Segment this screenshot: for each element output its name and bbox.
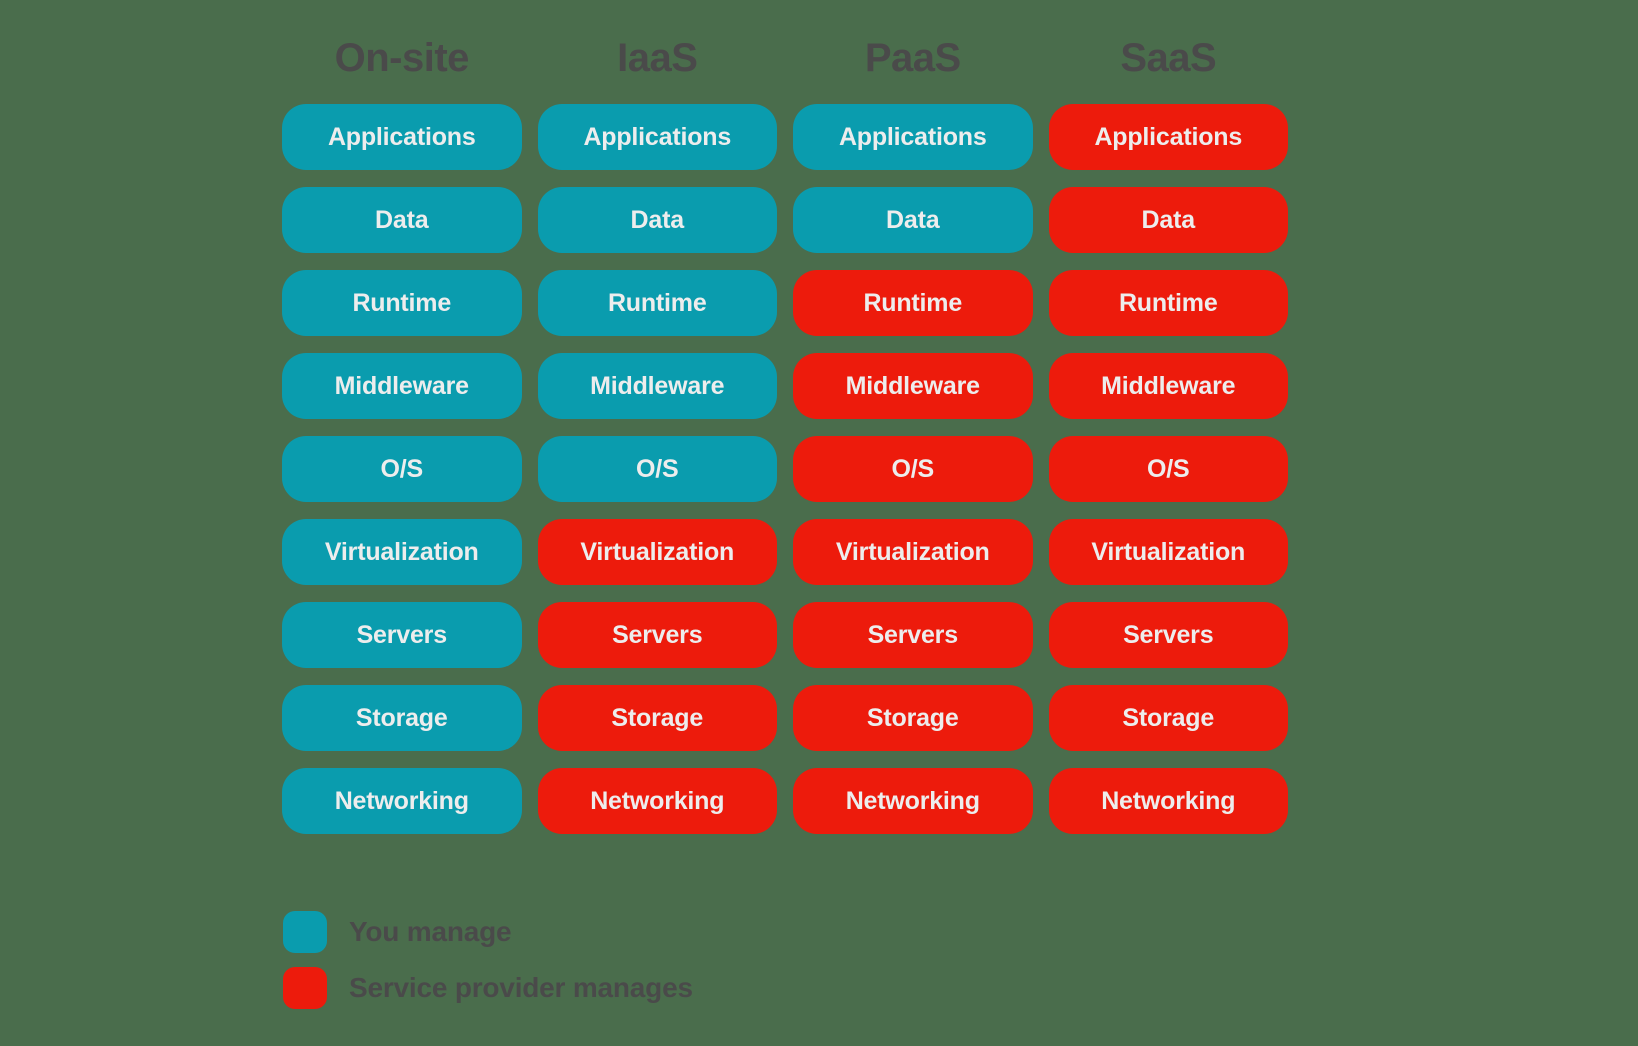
legend-swatch-you-manage bbox=[283, 911, 327, 953]
column-header-paas: PaaS bbox=[864, 36, 961, 80]
matrix-cell: Servers bbox=[1048, 602, 1288, 668]
matrix-cell: Data bbox=[793, 187, 1033, 253]
legend: You manage Service provider manages bbox=[283, 910, 693, 1010]
matrix-cell: Networking bbox=[537, 768, 777, 834]
matrix-cell: Networking bbox=[793, 768, 1033, 834]
matrix-cell: Data bbox=[537, 187, 777, 253]
matrix-cell: Servers bbox=[282, 602, 522, 668]
legend-item-you-manage: You manage bbox=[283, 910, 693, 954]
matrix-cell: O/S bbox=[1048, 436, 1288, 502]
column-header-on-site: On-site bbox=[334, 36, 470, 80]
matrix-cell: O/S bbox=[537, 436, 777, 502]
matrix-cell: Virtualization bbox=[282, 519, 522, 585]
matrix-cell: Virtualization bbox=[1048, 519, 1288, 585]
legend-label-you-manage: You manage bbox=[349, 916, 512, 947]
column-header-row: On-site IaaS PaaS SaaS bbox=[282, 28, 1288, 88]
matrix-cell: Networking bbox=[282, 768, 522, 834]
matrix-cell: Runtime bbox=[793, 270, 1033, 336]
matrix-cell: Applications bbox=[1048, 104, 1288, 170]
matrix-cell: Middleware bbox=[282, 353, 522, 419]
matrix-cell: Virtualization bbox=[537, 519, 777, 585]
legend-label-service-provider-manages: Service provider manages bbox=[349, 972, 693, 1003]
matrix-cell: Virtualization bbox=[793, 519, 1033, 585]
matrix-cell: Storage bbox=[537, 685, 777, 751]
matrix-cell: Applications bbox=[793, 104, 1033, 170]
matrix-cell: Runtime bbox=[282, 270, 522, 336]
matrix-cell: Storage bbox=[282, 685, 522, 751]
matrix-cell: Middleware bbox=[537, 353, 777, 419]
matrix-cell: Applications bbox=[537, 104, 777, 170]
matrix-cell: Data bbox=[1048, 187, 1288, 253]
column-header-saas: SaaS bbox=[1120, 36, 1217, 80]
matrix-cell: O/S bbox=[282, 436, 522, 502]
matrix-cell: Storage bbox=[1048, 685, 1288, 751]
matrix-cell: Data bbox=[282, 187, 522, 253]
matrix-cell: Servers bbox=[793, 602, 1033, 668]
matrix-cell: Runtime bbox=[1048, 270, 1288, 336]
matrix-cell: Middleware bbox=[793, 353, 1033, 419]
matrix-cell: Middleware bbox=[1048, 353, 1288, 419]
matrix-cell: O/S bbox=[793, 436, 1033, 502]
matrix-cell: Runtime bbox=[537, 270, 777, 336]
matrix-cell: Servers bbox=[537, 602, 777, 668]
matrix-cell: Networking bbox=[1048, 768, 1288, 834]
matrix-cell: Applications bbox=[282, 104, 522, 170]
column-header-iaas: IaaS bbox=[617, 36, 698, 80]
legend-swatch-service-provider-manages bbox=[283, 967, 327, 1009]
legend-item-service-provider-manages: Service provider manages bbox=[283, 966, 693, 1010]
matrix-cell: Storage bbox=[793, 685, 1033, 751]
